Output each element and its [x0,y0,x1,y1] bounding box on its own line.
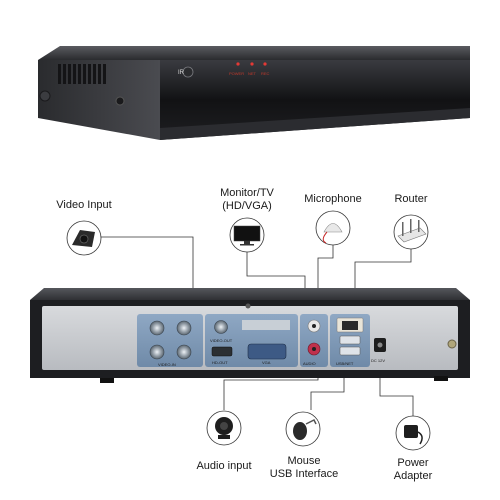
dvr-top-face [38,46,470,60]
callout-mouse-line2: USB Interface [269,468,339,480]
bnc-video-in-1 [149,320,165,336]
usb-port-1 [339,335,361,345]
hdmi-port [211,346,233,357]
led-label-power: POWER [229,71,244,76]
led-label-rec: REC [261,71,270,76]
callout-monitor: Monitor/TV (HD/VGA) [207,187,287,213]
label-hd-out: HD-OUT [212,360,228,365]
bnc-video-in-2 [176,320,192,336]
side-vent [58,64,106,84]
callout-mouse: Mouse USB Interface [262,455,346,481]
line-video-input [100,236,194,312]
power-adapter-icon [395,415,431,451]
callout-monitor-line2: (HD/VGA) [222,200,272,212]
callout-mouse-line1: Mouse [287,455,321,467]
label-video-out: VIDEO-OUT [210,338,233,343]
ground-screw [447,339,457,349]
speaker-icon [206,410,242,446]
callout-power-adapter: Power Adapter [378,457,448,483]
monitor-icon [229,217,265,253]
led-power [236,62,240,66]
router-icon [393,214,429,250]
bnc-video-in-3 [149,344,165,360]
side-screw [115,96,125,106]
callout-audio-input: Audio input [196,460,252,472]
dvr-front-unit: IR POWER NET REC [38,46,470,140]
callout-video-input: Video Input [56,199,112,211]
line-router [354,247,412,312]
back-top-face [30,288,470,300]
callout-router: Router [394,193,428,205]
back-screw [245,303,251,309]
led-net [250,62,254,66]
label-usb-net: USB/NET [336,361,354,366]
dvr-back-unit: VIDEO-IN VIDEO-OUT HD-OUT VGA AUDIO USB/… [30,288,470,383]
microphone-icon [315,210,351,246]
ir-sensor [182,66,194,78]
led-label-net: NET [248,71,257,76]
label-video-in: VIDEO-IN [158,362,176,367]
back-foot-left [100,378,114,383]
led-rec [263,62,267,66]
back-foot-right [434,376,448,381]
dvr-front-bottom-edge [160,108,470,140]
bnc-video-out [214,320,228,334]
callout-power-line2: Adapter [393,470,433,482]
callout-microphone: Microphone [304,193,362,205]
label-vga: VGA [262,360,271,365]
mouse-icon [285,411,321,447]
label-power: DC 12V [371,358,385,363]
line-power [379,362,414,416]
callout-power-line1: Power [397,457,429,469]
vga-port [247,343,287,360]
ir-label: IR [178,70,185,76]
video-in-block [137,314,203,367]
side-foot [39,90,51,102]
warning-sticker [242,320,290,330]
callout-monitor-line1: Monitor/TV [220,187,274,199]
camera-icon [66,220,102,256]
usb-port-2 [339,346,361,356]
label-audio: AUDIO [303,361,316,366]
bnc-video-in-4 [176,344,192,360]
audio-block [300,314,328,367]
